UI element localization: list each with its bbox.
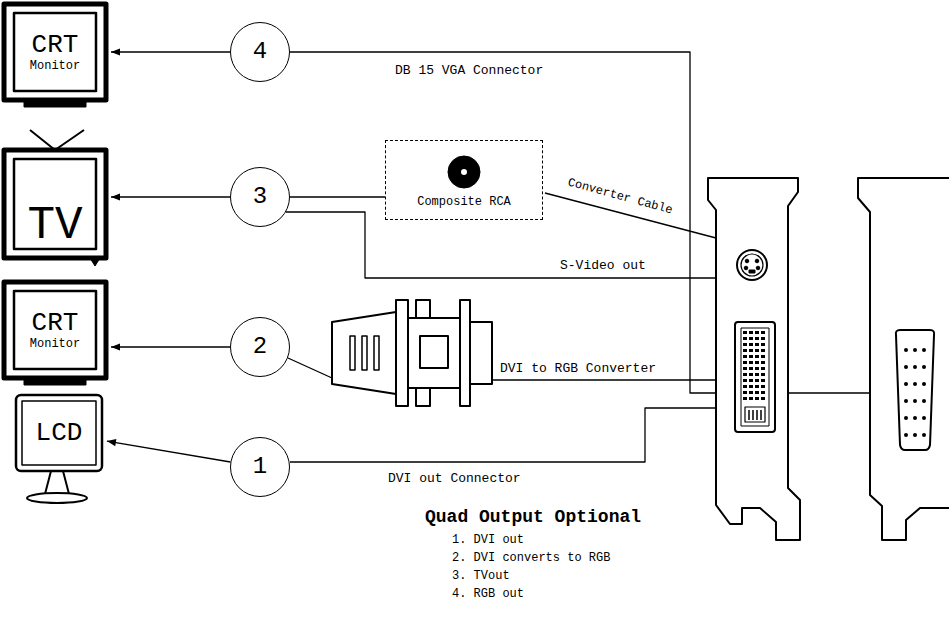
title: Quad Output Optional — [425, 507, 641, 528]
tv-icon — [4, 130, 106, 266]
legend-list-item: 2. DVI converts to RGB — [452, 552, 610, 566]
crt-monitor: CRTMonitor — [4, 4, 106, 100]
callout-circle: 4 — [230, 22, 290, 82]
leader-line — [288, 358, 332, 378]
legend-list-item: 3. TVout — [452, 570, 510, 584]
node-label: TV — [27, 201, 82, 252]
connector-label: DVI to RGB Converter — [500, 362, 656, 377]
connector-line — [290, 196, 385, 197]
dvi-wire — [290, 408, 720, 462]
arrow — [111, 51, 230, 52]
node-label: Composite RCA — [417, 196, 511, 209]
legend-list-item: 4. RGB out — [452, 588, 524, 602]
callout-circle: 1 — [230, 437, 290, 497]
connector-label: Converter Cable — [566, 176, 674, 218]
dvi-to-rgb-adapter — [332, 300, 492, 406]
node-label: CRT — [32, 309, 79, 338]
node-label: 4 — [253, 39, 267, 65]
tv: TV — [4, 150, 106, 258]
arrow — [111, 346, 230, 347]
lcd-monitor-icon — [16, 395, 102, 503]
connector-label: DVI out Connector — [388, 472, 521, 487]
callout-circle: 3 — [230, 167, 290, 227]
vga-wire — [290, 52, 880, 393]
svideo-wire — [286, 212, 716, 278]
connector-label: DB 15 VGA Connector — [395, 64, 543, 79]
crt-monitor: CRTMonitor — [4, 282, 106, 378]
node-label: 2 — [253, 334, 267, 360]
rca-jack — [448, 156, 480, 188]
callout-circle: 2 — [230, 317, 290, 377]
node-label: 1 — [253, 454, 267, 480]
arrow — [111, 196, 230, 197]
crt-monitor-icon — [4, 282, 106, 385]
node-label: CRT — [32, 31, 79, 60]
card-bracket — [858, 178, 949, 540]
node-label: 3 — [253, 184, 267, 210]
card-bracket — [708, 178, 800, 540]
arrow — [107, 441, 230, 462]
composite-rca-box: Composite RCA — [385, 140, 543, 220]
node-sublabel: Monitor — [30, 338, 80, 351]
rgb-wire — [492, 379, 720, 380]
connector-label: S-Video out — [560, 259, 646, 274]
node-sublabel: Monitor — [30, 60, 80, 73]
legend-list-item: 1. DVI out — [452, 534, 524, 548]
crt-monitor-icon — [4, 4, 106, 107]
lcd-monitor: LCD — [16, 395, 102, 471]
node-label: LCD — [36, 419, 83, 448]
